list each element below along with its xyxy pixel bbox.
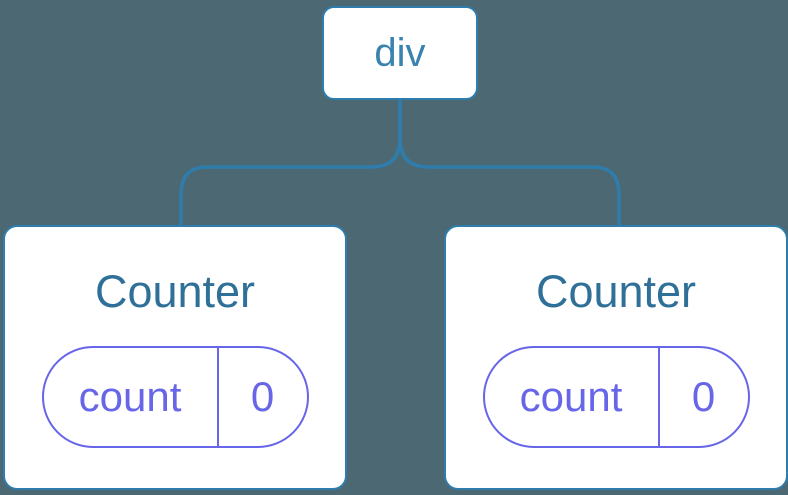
connector-right-branch: [398, 100, 621, 226]
counter-title: Counter: [94, 266, 256, 317]
counter-node-left: Counter count 0: [3, 225, 347, 490]
state-value: 0: [691, 373, 716, 420]
state-pill: count 0: [482, 346, 750, 448]
root-node-div: div: [322, 6, 478, 100]
state-key: count: [485, 348, 660, 446]
state-key: count: [44, 348, 219, 446]
connector-left-branch: [179, 100, 402, 226]
root-node-label: div: [374, 30, 426, 75]
counter-node-right: Counter count 0: [444, 225, 788, 490]
counter-title: Counter: [535, 266, 697, 317]
state-value: 0: [250, 373, 275, 420]
state-pill: count 0: [41, 346, 309, 448]
